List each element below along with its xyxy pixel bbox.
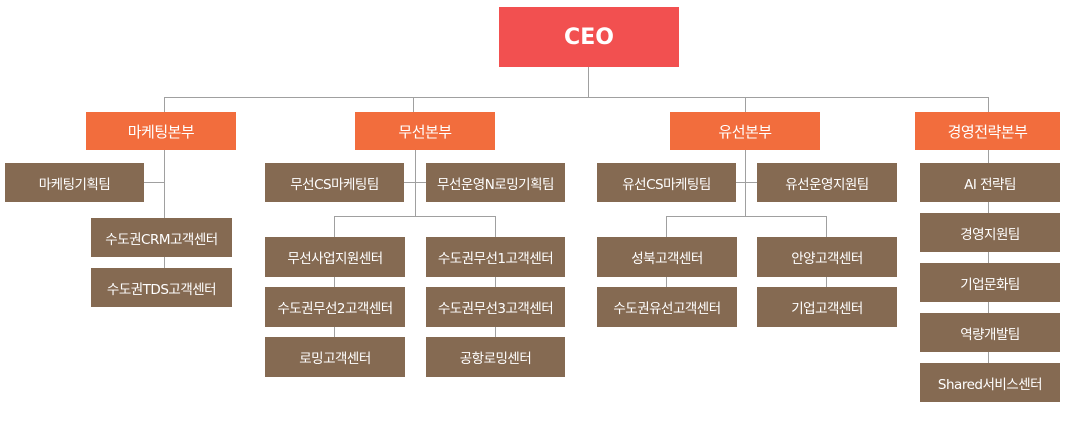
division-wired: 유선본부 [670,112,820,150]
team-box: 수도권유선고객센터 [597,287,737,327]
team-box: 경영지원팀 [920,213,1060,252]
team-box: 기업문화팀 [920,263,1060,302]
team-box: 무선CS마케팅팀 [265,163,404,202]
team-box: 마케팅기획팀 [5,163,144,202]
team-box: 로밍고객센터 [265,337,405,377]
team-box: 공항로밍센터 [426,337,565,377]
team-box: 수도권무선2고객센터 [265,287,405,327]
team-box: 성북고객센터 [597,237,737,277]
division-marketing: 마케팅본부 [86,112,236,150]
team-box: 무선사업지원센터 [265,237,405,277]
team-box: 유선운영지원팀 [757,163,897,202]
team-box: 기업고객센터 [757,287,897,327]
team-box: 수도권TDS고객센터 [91,268,232,307]
division-strategy: 경영전략본부 [915,112,1060,150]
ceo-box: CEO [499,7,679,67]
team-box: Shared서비스센터 [920,363,1060,402]
division-wireless: 무선본부 [355,112,495,150]
team-box: 유선CS마케팅팀 [597,163,736,202]
team-box: 역량개발팀 [920,313,1060,352]
team-box: 안양고객센터 [757,237,897,277]
team-box: 수도권무선3고객센터 [426,287,565,327]
team-box: AI 전략팀 [920,163,1060,202]
team-box: 수도권무선1고객센터 [426,237,565,277]
team-box: 무선운영N로밍기획팀 [426,163,565,202]
team-box: 수도권CRM고객센터 [91,218,232,257]
